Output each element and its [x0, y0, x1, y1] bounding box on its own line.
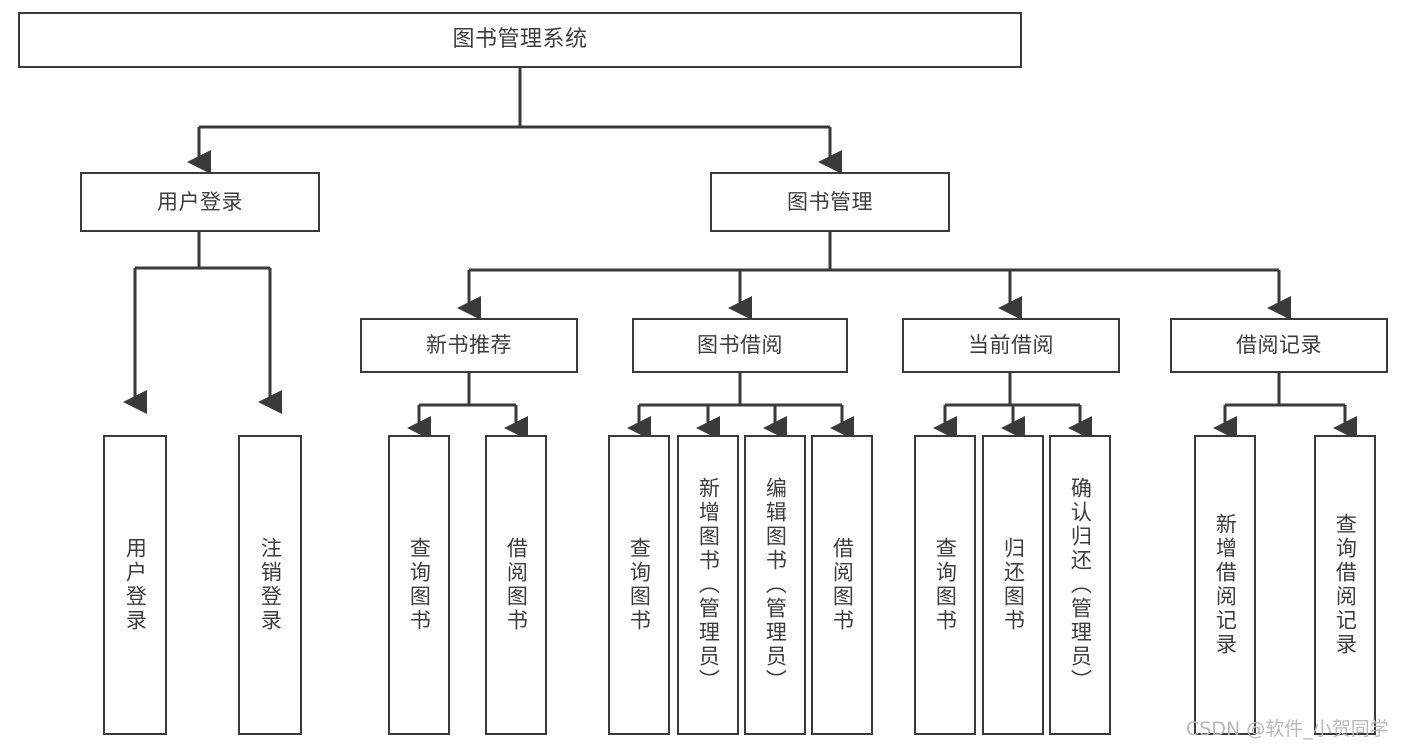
- node-leaf-user-logout[interactable]: 注销登录: [238, 435, 302, 735]
- node-borrow-record[interactable]: 借阅记录: [1170, 318, 1388, 373]
- node-leaf-add-record[interactable]: 新增借阅记录: [1194, 435, 1256, 735]
- node-current-borrow[interactable]: 当前借阅: [902, 318, 1120, 373]
- leaf-label: 借阅图书: [830, 537, 855, 633]
- leaf-label: 注销登录: [258, 537, 283, 633]
- leaf-label: 查询图书: [627, 537, 652, 633]
- node-leaf-query-book-2[interactable]: 查询图书: [608, 435, 670, 735]
- node-leaf-edit-book[interactable]: 编辑图书（管理员）: [744, 435, 806, 735]
- node-leaf-query-record[interactable]: 查询借阅记录: [1314, 435, 1376, 735]
- watermark: CSDN @软件_小贺同学: [1186, 718, 1389, 740]
- leaf-label: 查询图书: [933, 537, 958, 633]
- leaf-label: 查询图书: [407, 537, 432, 633]
- node-leaf-confirm-return[interactable]: 确认归还（管理员）: [1049, 435, 1111, 735]
- node-leaf-query-book-1[interactable]: 查询图书: [388, 435, 450, 735]
- node-leaf-query-book-3[interactable]: 查询图书: [914, 435, 976, 735]
- node-leaf-return-book[interactable]: 归还图书: [982, 435, 1044, 735]
- node-book-borrow[interactable]: 图书借阅: [632, 318, 848, 373]
- leaf-label: 确认归还（管理员）: [1068, 477, 1093, 693]
- node-user-login[interactable]: 用户登录: [80, 172, 320, 232]
- node-new-book-recommend[interactable]: 新书推荐: [360, 318, 578, 373]
- node-leaf-user-login[interactable]: 用户登录: [103, 435, 167, 735]
- leaf-label: 用户登录: [123, 537, 148, 633]
- node-leaf-borrow-book-1[interactable]: 借阅图书: [485, 435, 547, 735]
- leaf-label: 新增借阅记录: [1213, 513, 1238, 657]
- leaf-label: 编辑图书（管理员）: [763, 477, 788, 693]
- leaf-label: 查询借阅记录: [1333, 513, 1358, 657]
- leaf-label: 借阅图书: [504, 537, 529, 633]
- node-root-system[interactable]: 图书管理系统: [18, 12, 1022, 68]
- node-leaf-borrow-book-2[interactable]: 借阅图书: [811, 435, 873, 735]
- leaf-label: 归还图书: [1001, 537, 1026, 633]
- node-book-manage[interactable]: 图书管理: [710, 172, 950, 232]
- node-leaf-add-book[interactable]: 新增图书（管理员）: [677, 435, 739, 735]
- leaf-label: 新增图书（管理员）: [696, 477, 721, 693]
